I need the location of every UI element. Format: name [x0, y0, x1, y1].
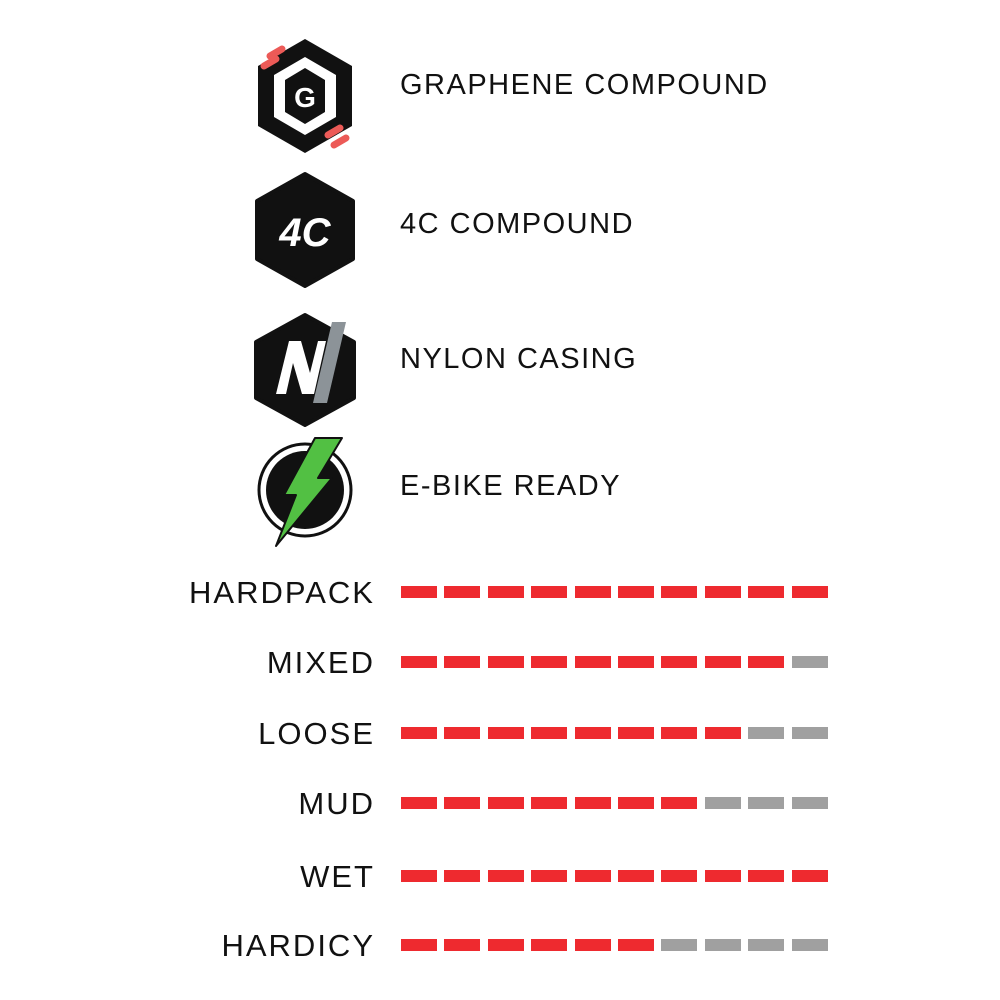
rating-segment-filled [574, 656, 611, 668]
rating-segment-filled [661, 797, 698, 809]
rating-segment-filled [401, 586, 437, 598]
feature-graphene: G GRAPHENE COMPOUND [0, 35, 1000, 165]
feature-label-4c: 4C COMPOUND [400, 208, 635, 240]
rating-bar [401, 939, 831, 953]
rating-segment-filled [487, 727, 524, 739]
rating-segment-filled [661, 870, 698, 882]
nylon-n-hexagon-icon [254, 313, 356, 427]
feature-nylon: NYLON CASING [0, 305, 1000, 435]
rating-segment-filled [618, 727, 654, 739]
rating-label: MIXED [266, 645, 375, 680]
rating-segment-filled [444, 939, 481, 951]
rating-segment-filled [531, 870, 568, 882]
rating-segment-filled [487, 656, 524, 668]
feature-label-ebike: E-BIKE READY [400, 470, 622, 502]
rating-row-hardicy: HARDICY [0, 922, 1000, 972]
rating-label: HARDPACK [189, 575, 375, 610]
rating-segment-empty [661, 939, 698, 951]
rating-segment-filled [574, 939, 611, 951]
rating-segment-filled [401, 797, 437, 809]
rating-segment-filled [791, 586, 828, 598]
rating-segment-filled [531, 797, 568, 809]
rating-segment-filled [531, 656, 568, 668]
rating-row-mud: MUD [0, 780, 1000, 830]
rating-segment-empty [748, 939, 785, 951]
rating-segment-filled [618, 586, 654, 598]
rating-segment-empty [704, 797, 741, 809]
graphene-badge-text: G [294, 82, 316, 113]
rating-segment-filled [487, 870, 524, 882]
rating-bar [401, 727, 831, 741]
rating-bar [401, 870, 831, 884]
rating-segment-empty [791, 727, 828, 739]
rating-segment-filled [444, 797, 481, 809]
rating-segment-empty [791, 656, 828, 668]
rating-segment-filled [618, 870, 654, 882]
rating-segment-empty [791, 797, 828, 809]
rating-segment-empty [704, 939, 741, 951]
rating-segment-filled [748, 656, 785, 668]
rating-segment-filled [574, 797, 611, 809]
rating-segment-filled [444, 656, 481, 668]
rating-row-loose: LOOSE [0, 710, 1000, 760]
rating-segment-empty [748, 727, 785, 739]
rating-segment-filled [618, 939, 654, 951]
rating-label: HARDICY [221, 928, 375, 963]
rating-bar [401, 586, 831, 600]
rating-label: LOOSE [258, 716, 375, 751]
rating-row-wet: WET [0, 853, 1000, 903]
rating-segment-filled [618, 797, 654, 809]
rating-segment-filled [444, 870, 481, 882]
rating-label: MUD [298, 786, 375, 821]
rating-segment-filled [401, 870, 437, 882]
rating-segment-filled [401, 939, 437, 951]
feature-ebike: E-BIKE READY [0, 430, 1000, 560]
rating-segment-filled [748, 870, 785, 882]
rating-segment-filled [661, 656, 698, 668]
lightning-bolt-circle-icon [257, 437, 353, 547]
4c-hexagon-icon: 4C [255, 172, 355, 288]
feature-label-graphene: GRAPHENE COMPOUND [400, 69, 769, 101]
rating-segment-filled [574, 870, 611, 882]
rating-segment-filled [531, 586, 568, 598]
rating-segment-filled [487, 797, 524, 809]
rating-segment-filled [704, 870, 741, 882]
rating-segment-filled [704, 586, 741, 598]
rating-segment-filled [531, 939, 568, 951]
rating-segment-filled [574, 586, 611, 598]
rating-segment-filled [574, 727, 611, 739]
rating-segment-filled [401, 656, 437, 668]
rating-segment-filled [618, 656, 654, 668]
rating-segment-filled [487, 939, 524, 951]
rating-label: WET [300, 859, 375, 894]
rating-segment-filled [791, 870, 828, 882]
rating-segment-filled [401, 727, 437, 739]
rating-segment-filled [704, 656, 741, 668]
rating-bar [401, 797, 831, 811]
rating-segment-filled [661, 586, 698, 598]
rating-segment-filled [661, 727, 698, 739]
rating-segment-empty [748, 797, 785, 809]
rating-row-hardpack: HARDPACK [0, 569, 1000, 619]
feature-label-nylon: NYLON CASING [400, 343, 638, 375]
rating-bar [401, 656, 831, 670]
feature-4c: 4C 4C COMPOUND [0, 168, 1000, 298]
rating-segment-empty [791, 939, 828, 951]
rating-segment-filled [444, 727, 481, 739]
rating-segment-filled [704, 727, 741, 739]
rating-segment-filled [444, 586, 481, 598]
4c-badge-text: 4C [278, 211, 331, 255]
rating-segment-filled [748, 586, 785, 598]
rating-segment-filled [531, 727, 568, 739]
rating-segment-filled [487, 586, 524, 598]
rating-row-mixed: MIXED [0, 639, 1000, 689]
graphene-g-hexagon-icon: G [258, 39, 352, 153]
